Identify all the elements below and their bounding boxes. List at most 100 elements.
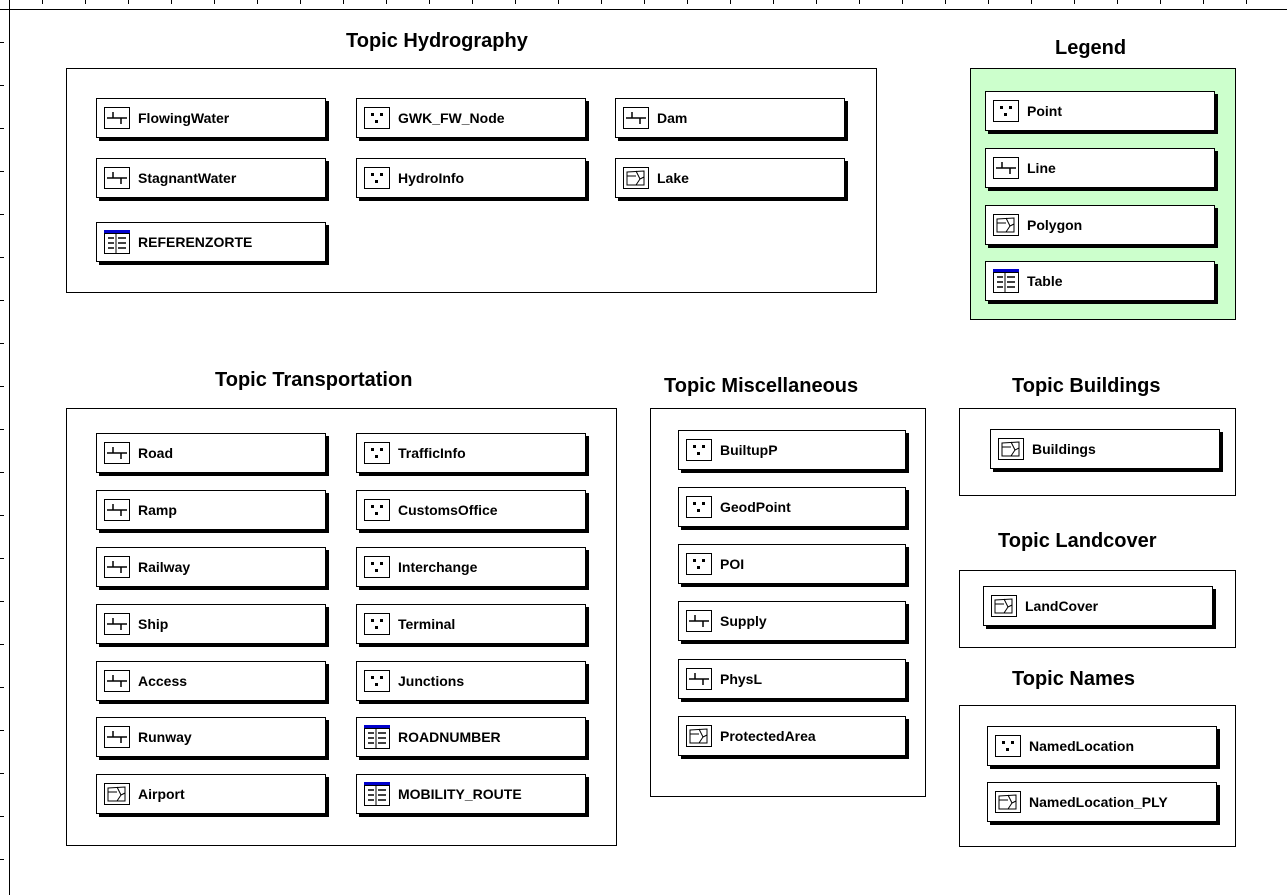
topic-transportation-title: Topic Transportation bbox=[215, 369, 413, 391]
class-box[interactable]: GWK_FW_Node bbox=[356, 98, 586, 138]
class-box[interactable]: ROADNUMBER bbox=[356, 717, 586, 757]
class-label: LandCover bbox=[1025, 598, 1099, 614]
class-label: Buildings bbox=[1032, 441, 1096, 457]
class-label: Supply bbox=[720, 613, 767, 629]
class-box[interactable]: Lake bbox=[615, 158, 845, 198]
class-box[interactable]: Junctions bbox=[356, 661, 586, 701]
class-label: FlowingWater bbox=[138, 110, 230, 126]
topic-landcover-title: Topic Landcover bbox=[998, 530, 1157, 552]
line-icon bbox=[104, 441, 130, 465]
class-box[interactable]: Terminal bbox=[356, 604, 586, 644]
class-box[interactable]: NamedLocation bbox=[987, 726, 1217, 766]
class-label: Ship bbox=[138, 616, 169, 632]
topic-miscellaneous-title: Topic Miscellaneous bbox=[664, 375, 859, 397]
topic-miscellaneous-frame: BuiltupP GeodPoint POI Supply PhysL Prot… bbox=[650, 408, 926, 797]
legend-item[interactable]: Line bbox=[985, 148, 1215, 188]
class-label: Railway bbox=[138, 559, 191, 575]
class-label: Point bbox=[1027, 103, 1062, 119]
line-icon bbox=[104, 555, 130, 579]
table-icon bbox=[104, 230, 130, 254]
legend-item[interactable]: Point bbox=[985, 91, 1215, 131]
class-box[interactable]: CustomsOffice bbox=[356, 490, 586, 530]
class-box[interactable]: Buildings bbox=[990, 429, 1220, 469]
line-icon bbox=[686, 609, 712, 633]
class-box[interactable]: Interchange bbox=[356, 547, 586, 587]
legend-title: Legend bbox=[1055, 37, 1127, 59]
class-box[interactable]: POI bbox=[678, 544, 906, 584]
class-label: MOBILITY_ROUTE bbox=[398, 786, 522, 802]
class-box[interactable]: MOBILITY_ROUTE bbox=[356, 774, 586, 814]
topic-names-frame: NamedLocation NamedLocation_PLY bbox=[959, 705, 1236, 847]
point-icon bbox=[364, 498, 390, 522]
class-label: StagnantWater bbox=[138, 170, 237, 186]
class-label: BuiltupP bbox=[720, 442, 778, 458]
point-icon bbox=[364, 669, 390, 693]
class-box[interactable]: ProtectedArea bbox=[678, 716, 906, 756]
class-box[interactable]: StagnantWater bbox=[96, 158, 326, 198]
class-label: Terminal bbox=[398, 616, 456, 632]
class-box[interactable]: NamedLocation_PLY bbox=[987, 782, 1217, 822]
class-box[interactable]: REFERENZORTE bbox=[96, 222, 326, 262]
topic-transportation-frame: Road TrafficInfo Ramp CustomsOffice Rail… bbox=[66, 408, 617, 846]
class-box[interactable]: GeodPoint bbox=[678, 487, 906, 527]
class-box[interactable]: Road bbox=[96, 433, 326, 473]
point-icon bbox=[364, 612, 390, 636]
topic-hydrography-frame: FlowingWater GWK_FW_Node Dam StagnantWat… bbox=[66, 68, 877, 293]
polygon-icon bbox=[104, 782, 130, 806]
class-label: Road bbox=[138, 445, 173, 461]
class-label: Line bbox=[1027, 160, 1056, 176]
class-box[interactable]: PhysL bbox=[678, 659, 906, 699]
legend-item[interactable]: Table bbox=[985, 261, 1215, 301]
class-box[interactable]: HydroInfo bbox=[356, 158, 586, 198]
polygon-icon bbox=[991, 594, 1017, 618]
polygon-icon bbox=[623, 166, 649, 190]
class-label: Table bbox=[1027, 273, 1063, 289]
class-label: ProtectedArea bbox=[720, 728, 816, 744]
class-box[interactable]: Supply bbox=[678, 601, 906, 641]
class-label: NamedLocation_PLY bbox=[1029, 794, 1168, 810]
class-label: TrafficInfo bbox=[398, 445, 466, 461]
line-icon bbox=[104, 669, 130, 693]
legend-frame: Point Line Polygon Table bbox=[970, 68, 1236, 320]
class-box[interactable]: Access bbox=[96, 661, 326, 701]
topic-names-title: Topic Names bbox=[1012, 668, 1135, 690]
class-box[interactable]: Runway bbox=[96, 717, 326, 757]
class-label: Junctions bbox=[398, 673, 465, 689]
class-label: Interchange bbox=[398, 559, 478, 575]
class-box[interactable]: Ramp bbox=[96, 490, 326, 530]
class-box[interactable]: BuiltupP bbox=[678, 430, 906, 470]
line-icon bbox=[686, 667, 712, 691]
class-box[interactable]: TrafficInfo bbox=[356, 433, 586, 473]
line-icon bbox=[104, 166, 130, 190]
class-box[interactable]: Railway bbox=[96, 547, 326, 587]
class-label: POI bbox=[720, 556, 745, 572]
polygon-icon bbox=[998, 437, 1024, 461]
class-box[interactable]: LandCover bbox=[983, 586, 1213, 626]
class-label: PhysL bbox=[720, 671, 763, 687]
polygon-icon bbox=[686, 724, 712, 748]
class-label: Polygon bbox=[1027, 217, 1083, 233]
class-box[interactable]: Ship bbox=[96, 604, 326, 644]
legend-item[interactable]: Polygon bbox=[985, 205, 1215, 245]
class-label: HydroInfo bbox=[398, 170, 465, 186]
point-icon bbox=[993, 99, 1019, 123]
point-icon bbox=[686, 438, 712, 462]
left-ruler bbox=[0, 0, 10, 895]
class-label: REFERENZORTE bbox=[138, 234, 253, 250]
line-icon bbox=[623, 106, 649, 130]
line-icon bbox=[104, 612, 130, 636]
class-label: GeodPoint bbox=[720, 499, 791, 515]
point-icon bbox=[364, 441, 390, 465]
class-box[interactable]: FlowingWater bbox=[96, 98, 326, 138]
table-icon bbox=[993, 269, 1019, 293]
topic-buildings-frame: Buildings bbox=[959, 408, 1236, 496]
class-label: Runway bbox=[138, 729, 192, 745]
point-icon bbox=[995, 734, 1021, 758]
line-icon bbox=[104, 725, 130, 749]
polygon-icon bbox=[995, 790, 1021, 814]
line-icon bbox=[104, 498, 130, 522]
class-box[interactable]: Airport bbox=[96, 774, 326, 814]
class-label: Dam bbox=[657, 110, 688, 126]
class-box[interactable]: Dam bbox=[615, 98, 845, 138]
class-label: Access bbox=[138, 673, 188, 689]
